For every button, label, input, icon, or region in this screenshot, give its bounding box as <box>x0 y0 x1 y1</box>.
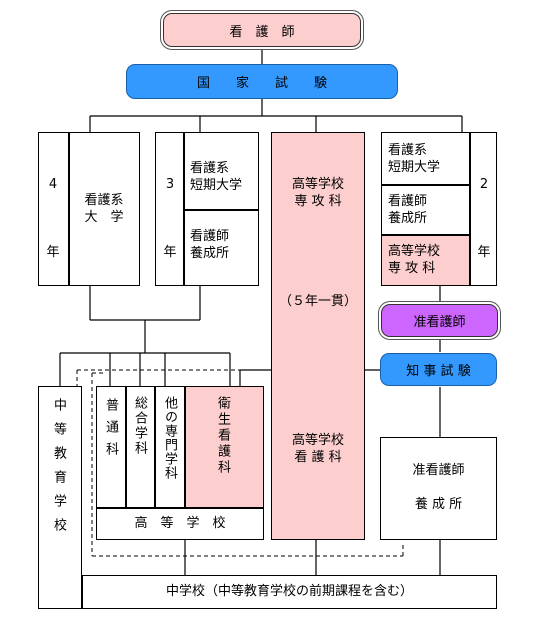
jun-kangoshi-label: 准看護師 <box>413 315 466 330</box>
tanki-daigaku-label: 看護系 短期大学 <box>190 161 243 193</box>
daigaku-box <box>38 132 140 286</box>
yoseisho-3-label: 看護師 養成所 <box>190 229 230 261</box>
kangoshi-pill: 看 護 師 <box>163 13 361 47</box>
r-divider-v <box>469 132 471 286</box>
daigaku-label: 看護系 大 学 <box>84 193 124 225</box>
kangoka-koko-label: 高等学校 看 護 科 <box>291 433 344 465</box>
senkoka-top-label: 高等学校 専 攻 科 <box>291 177 344 209</box>
r-years: 2 年 <box>477 177 491 260</box>
r-divider-h1 <box>381 184 470 186</box>
tanki-divider-h <box>183 209 259 211</box>
koto-gakko-label: 高 等 学 校 <box>134 516 226 531</box>
eisei-bg <box>184 387 263 507</box>
koto-divider-3 <box>184 386 186 507</box>
futsuka-label: 普通科 <box>103 398 118 464</box>
jun-kangoshi-pill: 准看護師 <box>381 304 498 337</box>
koto-divider-2 <box>154 386 156 507</box>
chiji-shiken-pill: 知 事 試 験 <box>380 353 497 386</box>
eisei-label: 衛生看護科 <box>215 396 230 476</box>
tanki-years: 3 年 <box>163 177 177 260</box>
kokka-shiken-pill: 国 家 試 験 <box>126 64 398 99</box>
r-yoseisho-label: 看護師 養成所 <box>388 194 428 226</box>
ikkan-label: （５年一貫） <box>278 294 357 309</box>
chiji-shiken-label: 知 事 試 験 <box>406 364 471 379</box>
daigaku-years: 4 年 <box>46 177 60 260</box>
chuto-kyoiku-box <box>38 386 82 609</box>
sogo-label: 総合学科 <box>132 396 147 456</box>
r-divider-h2 <box>381 234 470 236</box>
koto-divider-1 <box>125 386 127 507</box>
kokka-shiken-label: 国 家 試 験 <box>196 76 327 91</box>
r-senkoka-bg <box>382 234 469 285</box>
jun-yoseisho-label: 准看護師 養 成 所 <box>412 463 465 512</box>
chuto-kyoiku-label: 中等教育学校 <box>51 398 66 542</box>
kangoshi-label: 看 護 師 <box>229 24 295 40</box>
r-tanki-label: 看護系 短期大学 <box>388 143 441 175</box>
chugakko-label: 中学校（中等教育学校の前期課程を含む） <box>165 584 413 599</box>
jun-yoseisho-box <box>380 437 497 540</box>
sono-ta-label: 他の専門学科 <box>162 396 177 480</box>
daigaku-divider <box>68 132 70 286</box>
r-senkoka-label: 高等学校 専 攻 科 <box>388 244 441 276</box>
senkoka-5yr-box <box>271 132 365 540</box>
koto-divider-h <box>96 507 264 509</box>
chugakko-box <box>82 575 497 609</box>
